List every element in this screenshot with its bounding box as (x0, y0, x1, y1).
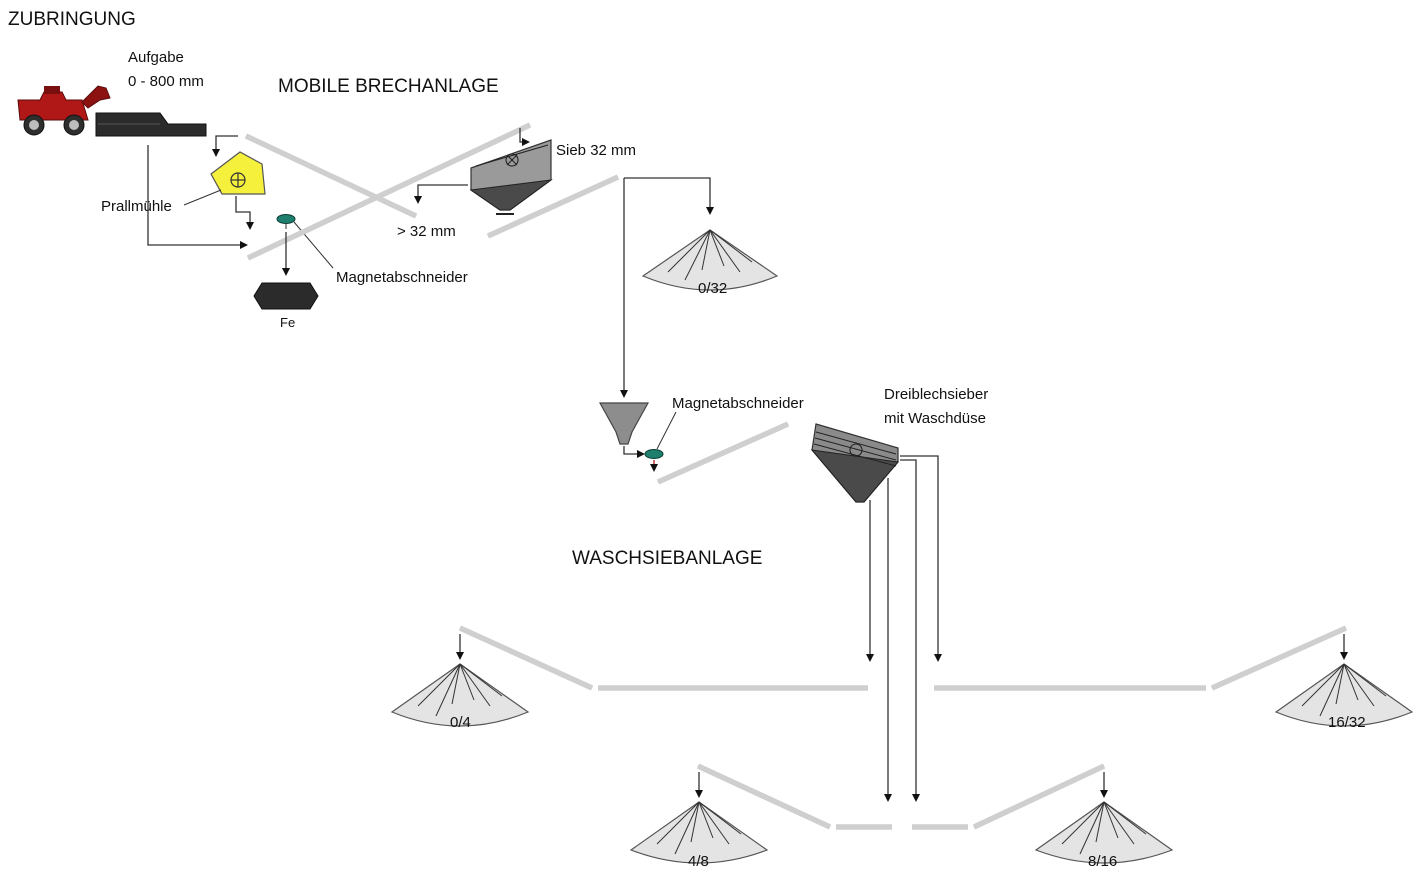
magnetabschneider-1-label: Magnetabschneider (336, 269, 468, 286)
stockpile-0-32 (641, 229, 779, 291)
stacker-8-16 (972, 763, 1106, 830)
stockpile-16-32 (1274, 663, 1414, 727)
magnet-2-leader (656, 411, 677, 450)
flow-screen-deck3 (900, 455, 942, 662)
triple-deck-screen (810, 423, 899, 503)
stacker-16-32 (1210, 625, 1348, 691)
stockpile-0-4 (390, 663, 530, 727)
stockpile-4-8 (629, 801, 769, 864)
fe-bin (253, 282, 319, 310)
waschduese-label: mit Waschdüse (884, 410, 986, 427)
stacker-0-4 (458, 625, 594, 691)
pile-label-0-4: 0/4 (450, 714, 471, 731)
pile-label-0-32: 0/32 (698, 280, 727, 297)
sieb-32mm-label: Sieb 32 mm (556, 142, 636, 159)
pile-label-4-8: 4/8 (688, 853, 709, 870)
prallmuehle-leader (183, 189, 222, 206)
aufgabe-label: Aufgabe (128, 49, 184, 66)
conveyor-under-screen (486, 174, 620, 239)
section-mobile-brechanlage: MOBILE BRECHANLAGE (278, 76, 499, 97)
flow-oversize-return (414, 184, 468, 204)
flow-to-screen (519, 128, 530, 146)
flow-to-pile-032 (624, 177, 714, 215)
flow-feed-to-conveyor (147, 145, 248, 249)
conveyor-descending (244, 133, 418, 219)
prallmuehle-label: Prallmühle (101, 198, 172, 215)
conveyor-rising-long (246, 122, 532, 261)
over-32mm-label: > 32 mm (397, 223, 456, 240)
magnet-separator-1 (276, 214, 296, 229)
feed-hopper (95, 112, 207, 137)
wheel-loader-icon (17, 85, 111, 136)
dreiblechsieber-label: Dreiblechsieber (884, 386, 988, 403)
flow-screen-deck2 (900, 459, 920, 802)
flow-crusher-out (235, 196, 254, 230)
magnet-1-leader (293, 221, 334, 269)
stacker-4-8 (696, 763, 832, 830)
impact-crusher (210, 151, 266, 195)
magnetabschneider-2-label: Magnetabschneider (672, 395, 804, 412)
pile-label-8-16: 8/16 (1088, 853, 1117, 870)
fe-label: Fe (280, 315, 295, 330)
section-zubringung: ZUBRINGUNG (8, 9, 136, 30)
washing-feed-hopper (598, 402, 650, 445)
screen-32mm (469, 139, 553, 215)
conveyor-to-dreiblech (656, 421, 790, 485)
pile-label-16-32: 16/32 (1328, 714, 1366, 731)
section-waschsiebanlage: WASCHSIEBANLAGE (572, 548, 762, 569)
flow-hopper-to-magnet (623, 446, 645, 458)
stockpile-8-16 (1034, 801, 1174, 864)
flow-to-crusher (212, 135, 238, 157)
magnet-separator-2 (644, 449, 664, 459)
aufgabe-size-label: 0 - 800 mm (128, 73, 204, 90)
